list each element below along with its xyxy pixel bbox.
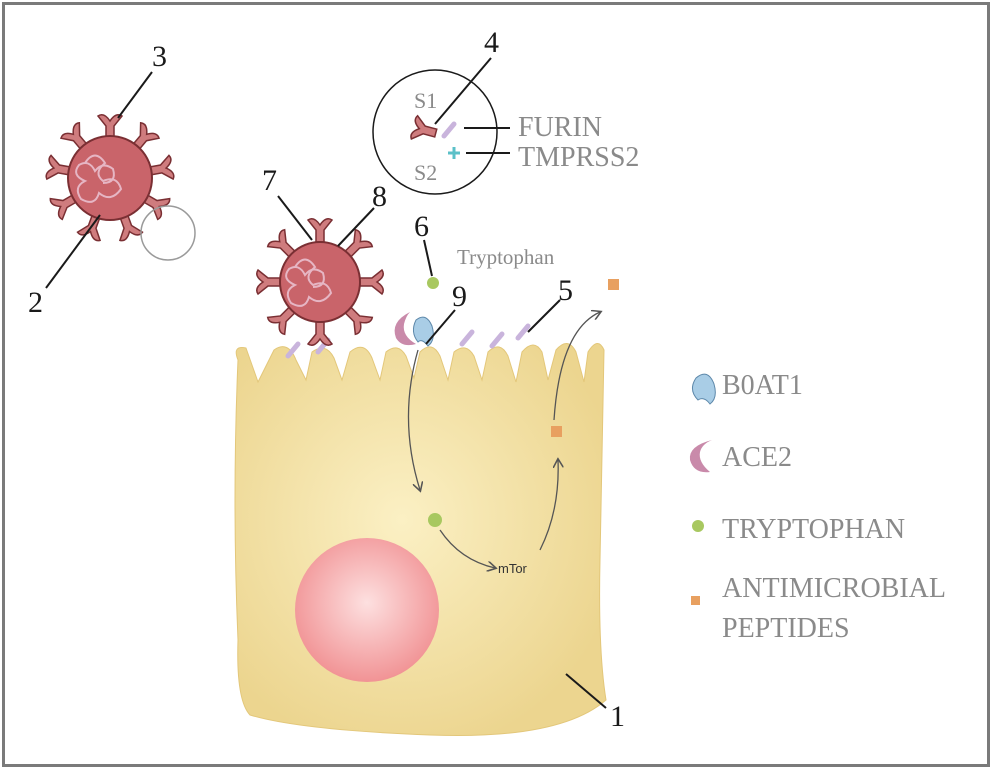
peptide-arrow-1 xyxy=(539,460,558,551)
label-1: 1 xyxy=(610,700,625,733)
leader-9 xyxy=(425,309,456,345)
uptake-arrow xyxy=(407,349,420,490)
peptide-outside xyxy=(608,279,619,290)
legend: B0AT1 ACE2 TRYPTOPHAN ANTIMICROBIAL PEPT… xyxy=(689,370,946,644)
legend-b0at1-icon xyxy=(692,373,716,405)
label-6: 6 xyxy=(414,210,429,243)
leader-1 xyxy=(565,673,607,709)
label-8: 8 xyxy=(372,180,387,213)
peptide-arrow-2 xyxy=(553,312,600,421)
epithelial-cell xyxy=(234,343,607,737)
tryptophan-inside xyxy=(428,513,442,527)
label-2: 2 xyxy=(28,286,43,319)
leader-2 xyxy=(45,214,101,289)
inset-furin-mark xyxy=(441,121,457,139)
legend-peptides-icon xyxy=(691,596,700,605)
leader-7 xyxy=(277,195,313,241)
mtor-label: mTor xyxy=(498,561,528,576)
virus-a xyxy=(44,114,176,243)
cell-nucleus xyxy=(295,538,439,682)
legend-peptides-label-2: PEPTIDES xyxy=(722,613,850,644)
legend-ace2-label: ACE2 xyxy=(722,442,792,473)
label-7: 7 xyxy=(262,164,277,197)
tryptophan-outside xyxy=(427,277,439,289)
legend-tryptophan-icon xyxy=(692,520,704,532)
leader-4 xyxy=(434,57,492,125)
tmprss2-label: TMPRSS2 xyxy=(518,142,639,173)
label-5: 5 xyxy=(558,274,573,307)
tryptophan-label: Tryptophan xyxy=(457,245,555,269)
legend-tryptophan-label: TRYPTOPHAN xyxy=(722,514,905,545)
leader-8 xyxy=(337,207,375,247)
leader-3 xyxy=(117,71,153,119)
mtor-arrow xyxy=(439,529,495,568)
b0at1-transporter xyxy=(412,316,434,347)
label-4: 4 xyxy=(484,26,499,59)
legend-b0at1-label: B0AT1 xyxy=(722,370,803,401)
inset-s1-label: S1 xyxy=(414,88,437,113)
ace2-receptor xyxy=(394,312,416,346)
virus-a-empty-spot xyxy=(140,205,196,261)
legend-peptides-label-1: ANTIMICROBIAL xyxy=(722,573,946,604)
label-9: 9 xyxy=(452,280,467,313)
furin-label: FURIN xyxy=(518,112,602,143)
inset-tmprss2-mark xyxy=(448,147,460,159)
leader-5 xyxy=(527,299,561,333)
label-3: 3 xyxy=(152,40,167,73)
peptide-inside xyxy=(551,426,562,437)
inset-s2-label: S2 xyxy=(414,160,437,185)
legend-ace2-icon xyxy=(689,440,712,473)
leader-6 xyxy=(423,239,433,277)
virus-b xyxy=(256,218,384,346)
